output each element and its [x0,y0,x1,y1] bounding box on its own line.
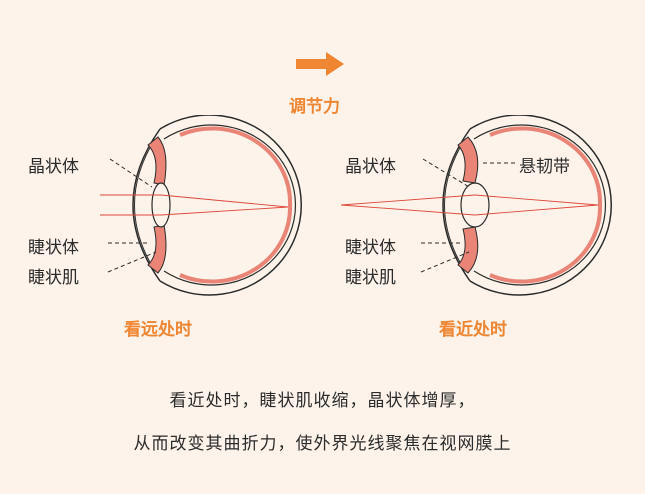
ciliary-muscle-label-near: 睫状肌 [345,268,396,288]
light-ray [160,194,289,208]
caption-line-1: 看近处时，睫状肌收缩，晶状体增厚， [169,391,476,411]
light-ray [340,194,476,206]
right-arrow-icon [296,52,344,76]
leader-line [109,158,153,188]
ciliary-muscle-lower [457,226,479,274]
leader-line [107,251,157,273]
caption-line-2: 从而改变其曲折力，使外界光线聚焦在视网膜上 [133,434,512,454]
eye-diagram-far [100,115,303,296]
sclera-outline [469,115,613,296]
lens-thick [460,182,490,228]
accommodation-label: 调节力 [289,97,340,117]
light-ray [474,194,599,206]
sclera-outline [159,115,303,296]
choroid-band [489,126,603,284]
ciliary-muscle-lower [147,224,167,274]
lens-label-far: 晶状体 [28,157,79,177]
zonule-label-near: 悬韧带 [519,157,570,177]
choroid-band [179,126,293,284]
ciliary-muscle-upper [147,136,167,186]
light-ray [474,204,599,216]
light-ray [160,206,289,216]
lens-thin [151,182,171,228]
cornea-outline [132,128,161,282]
ciliary-muscle-label-far: 睫状肌 [28,268,79,288]
leader-line [422,158,470,188]
retina-outline [163,124,297,286]
ciliary-body-label-far: 睫状体 [28,238,79,258]
cornea-outline [442,128,471,282]
eye-diagram-near [340,115,613,296]
lens-label-near: 晶状体 [345,157,396,177]
retina-outline [473,124,607,286]
title-far: 看远处时 [124,320,192,340]
light-ray [340,204,476,216]
leader-line [420,251,470,273]
title-near: 看近处时 [439,320,507,340]
ciliary-body-label-near: 睫状体 [345,238,396,258]
ciliary-muscle-upper [457,136,479,184]
